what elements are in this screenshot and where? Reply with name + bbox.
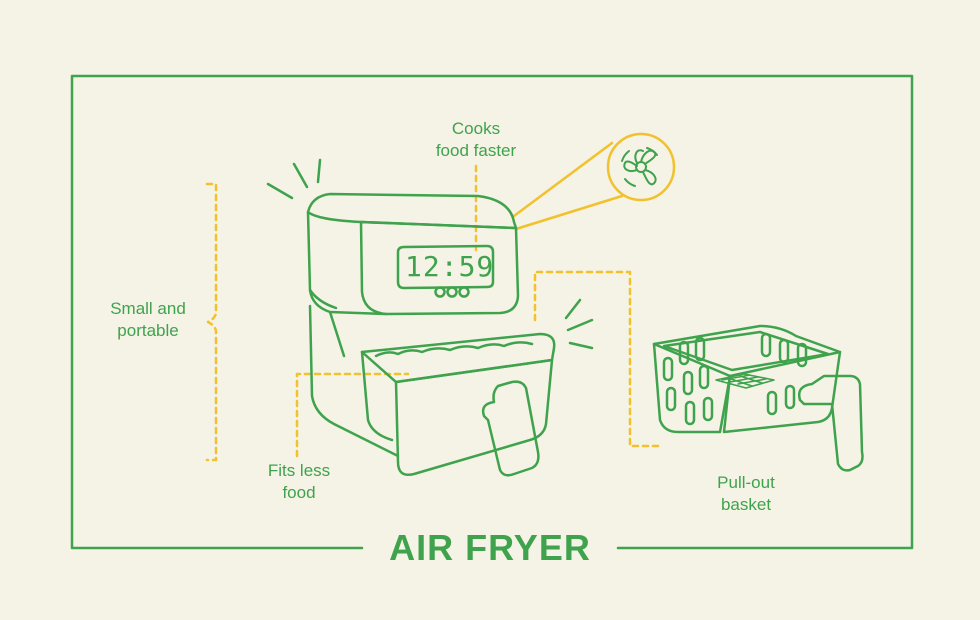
fits-less-pointer (295, 372, 410, 458)
frame-border (70, 74, 914, 550)
label-fits-less: Fits less food (267, 461, 331, 502)
dimension-guides (205, 164, 660, 462)
label-small-portable: Small and portable (110, 299, 186, 340)
basket-mesh (715, 373, 775, 389)
pull-out-basket (652, 324, 864, 472)
display-panel (396, 244, 495, 290)
basket-drawer (360, 332, 556, 477)
air-fryer-body (306, 192, 520, 458)
fan-zoom-callout (512, 132, 676, 231)
motion-lines (266, 158, 594, 350)
page-title: AIR FRYER (389, 527, 591, 568)
pull-out-pointer (533, 270, 660, 448)
label-pull-out: Pull-out basket (717, 473, 775, 514)
control-buttons (434, 286, 470, 298)
fan-icon (621, 147, 658, 187)
display-time: 12:59 (405, 250, 495, 283)
height-bracket (205, 182, 218, 462)
label-cooks-faster: Cooks food faster (435, 119, 517, 160)
